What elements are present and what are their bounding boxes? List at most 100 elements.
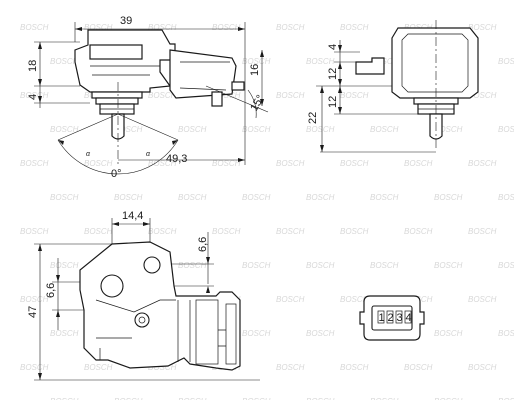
watermark-text: BOSCH: [84, 363, 113, 372]
watermark-text: BOSCH: [306, 57, 335, 66]
connector-pin-label: 1: [379, 312, 385, 324]
watermark-text: BOSCH: [148, 363, 177, 372]
watermark-text: BOSCH: [468, 295, 497, 304]
watermark-text: BOSCH: [20, 295, 49, 304]
watermark-text: BOSCH: [468, 159, 497, 168]
watermark-text: BOSCH: [242, 261, 271, 270]
dim-16: 16: [249, 64, 261, 76]
watermark-text: BOSCH: [370, 125, 399, 134]
watermark-text: BOSCH: [242, 125, 271, 134]
dim-22: 22: [307, 112, 319, 124]
dim-39: 39: [120, 15, 132, 27]
watermark-text: BOSCH: [212, 23, 241, 32]
watermark-text: BOSCH: [498, 397, 514, 400]
dim-12-a: 12: [327, 68, 339, 80]
watermark-text: BOSCH: [370, 397, 399, 400]
watermark-text: BOSCH: [468, 23, 497, 32]
top-right-view: 4 12 12 22: [307, 20, 479, 153]
watermark-text: BOSCH: [20, 23, 49, 32]
watermark-text: BOSCH: [404, 363, 433, 372]
watermark-text: BOSCH: [276, 227, 305, 236]
watermark-text: BOSCH: [114, 397, 143, 400]
watermark-text: BOSCH: [20, 363, 49, 372]
watermark-text: BOSCH: [242, 193, 271, 202]
watermark-text: BOSCH: [148, 91, 177, 100]
watermark-text: BOSCH: [84, 23, 113, 32]
watermark-text: BOSCH: [178, 193, 207, 202]
watermark-text: BOSCH: [306, 329, 335, 338]
dim-4-left: 4: [27, 94, 39, 100]
watermark-text: BOSCH: [370, 193, 399, 202]
watermark-text: BOSCH: [404, 227, 433, 236]
watermark-text: BOSCH: [306, 397, 335, 400]
dim-6-6-left: 6,6: [45, 283, 57, 298]
dim-49-3: 49,3: [166, 153, 187, 165]
watermark-text: BOSCH: [84, 227, 113, 236]
connector-pin-label: 2: [388, 312, 394, 324]
watermark-text: BOSCH: [306, 193, 335, 202]
watermark-text: BOSCH: [212, 91, 241, 100]
dim-4-right: 4: [327, 44, 339, 50]
watermark-text: BOSCH: [20, 91, 49, 100]
watermark-text: BOSCH: [178, 125, 207, 134]
watermark-text: BOSCH: [114, 125, 143, 134]
watermark-text: BOSCH: [498, 125, 514, 134]
watermark-text: BOSCH: [468, 227, 497, 236]
watermark-text: BOSCH: [20, 159, 49, 168]
watermark-text: BOSCH: [242, 57, 271, 66]
watermark-text: BOSCH: [242, 329, 271, 338]
watermark-text: BOSCH: [340, 227, 369, 236]
watermark-text: BOSCH: [242, 397, 271, 400]
dim-0-deg: 0°: [111, 168, 122, 180]
watermark-text: BOSCH: [306, 125, 335, 134]
watermark-text: BOSCH: [306, 261, 335, 270]
connector-pin-slot: [404, 310, 412, 324]
watermark-text: BOSCH: [340, 159, 369, 168]
watermark-text: BOSCH: [498, 57, 514, 66]
connector-pin-label: 3: [397, 312, 403, 324]
watermark-text: BOSCH: [404, 159, 433, 168]
watermark-text: BOSCH: [276, 23, 305, 32]
watermark-text: BOSCH: [148, 227, 177, 236]
watermark-text: BOSCH: [468, 363, 497, 372]
dim-6-6-top: 6,6: [197, 237, 209, 252]
watermark-text: BOSCH: [178, 397, 207, 400]
watermark-text: BOSCH: [340, 295, 369, 304]
watermark-text: BOSCH: [434, 397, 463, 400]
watermark-text: BOSCH: [20, 227, 49, 236]
watermark-text: BOSCH: [434, 193, 463, 202]
watermark-text: BOSCH: [468, 91, 497, 100]
watermark-text: BOSCH: [276, 295, 305, 304]
connector-pin-slot: [386, 310, 394, 324]
alpha-right: α: [146, 151, 151, 158]
bottom-left-view: 14,4 6,6 6,6 47: [27, 210, 260, 381]
watermark-text: BOSCH: [434, 125, 463, 134]
watermark-text: BOSCH: [434, 329, 463, 338]
watermark-text: BOSCH: [498, 329, 514, 338]
watermark-text: BOSCH: [50, 125, 79, 134]
watermark-text: BOSCH: [50, 329, 79, 338]
connector-pin-slot: [377, 310, 385, 324]
watermark-text: BOSCH: [498, 261, 514, 270]
watermark-text: BOSCH: [276, 363, 305, 372]
watermark-text: BOSCH: [148, 159, 177, 168]
connector-pin-label: 4: [406, 312, 412, 324]
watermark-text: BOSCH: [276, 91, 305, 100]
watermark-text: BOSCH: [370, 261, 399, 270]
watermark-text: BOSCH: [114, 193, 143, 202]
watermark-text: BOSCH: [50, 57, 79, 66]
watermark-text: BOSCH: [498, 193, 514, 202]
watermark-text: BOSCH: [340, 363, 369, 372]
watermark-text: BOSCH: [50, 397, 79, 400]
watermark-text: BOSCH: [178, 261, 207, 270]
connector-pin-slot: [395, 310, 403, 324]
watermark-text: BOSCH: [276, 159, 305, 168]
watermark-text: BOSCH: [84, 159, 113, 168]
dim-47: 47: [27, 306, 39, 318]
dim-12-b: 12: [327, 96, 339, 108]
top-left-view: 39 18 4 16 15°: [27, 15, 269, 180]
watermark-text: BOSCH: [50, 193, 79, 202]
watermark-text: BOSCH: [212, 227, 241, 236]
